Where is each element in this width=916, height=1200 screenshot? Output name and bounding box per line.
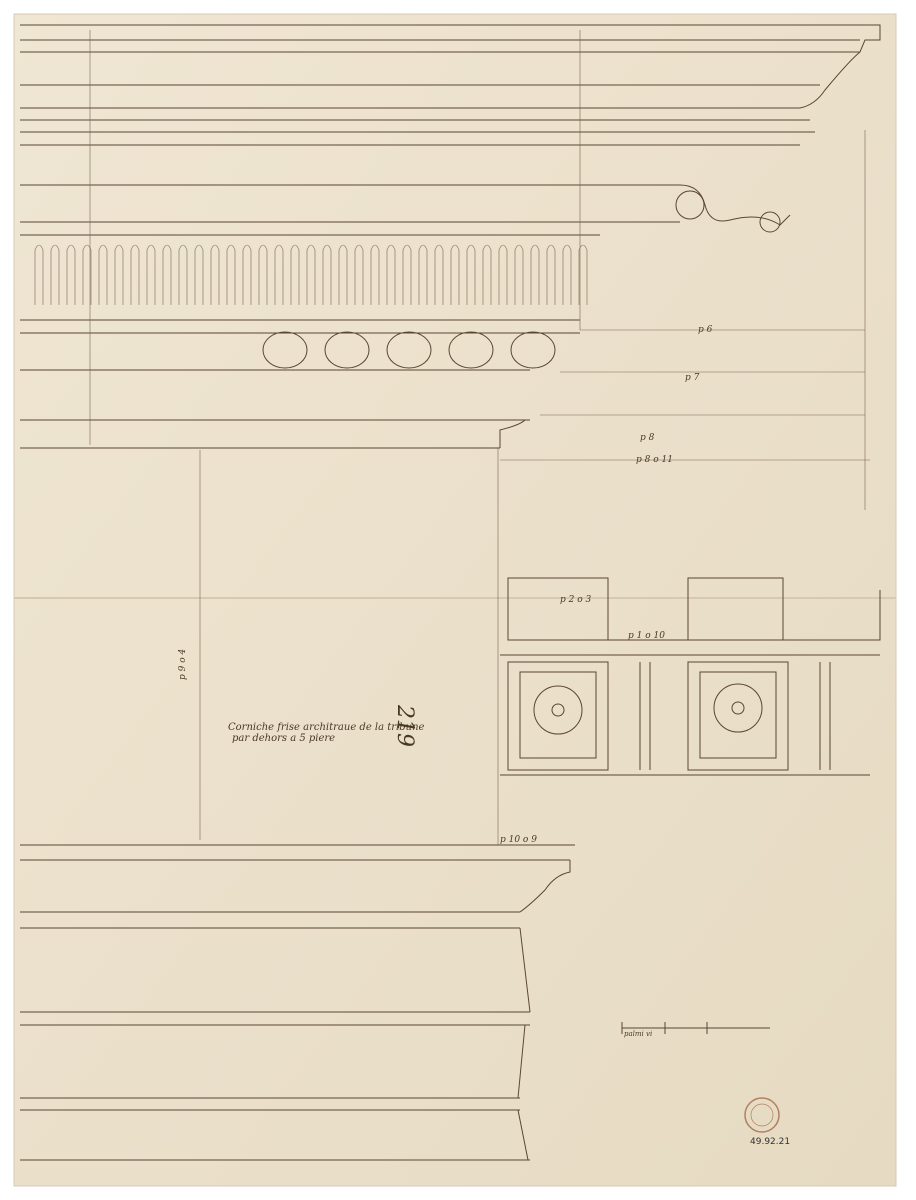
dimension-lines (89, 30, 870, 845)
dimension-label: p 9 o 4 (178, 649, 188, 680)
museum-stamp (744, 1097, 780, 1133)
accession-number: 49.92.21 (750, 1137, 790, 1147)
dimension-label: p 7 (685, 373, 700, 383)
flute (482, 244, 492, 305)
egg (324, 331, 370, 369)
flute (514, 244, 524, 305)
flute (242, 244, 252, 305)
flute (354, 244, 364, 305)
flute (290, 244, 300, 305)
dimension-label: p 6 (698, 325, 713, 335)
flute (338, 244, 348, 305)
dimension-label: p 8 o 11 (636, 455, 673, 465)
flute (98, 244, 108, 305)
flute (386, 244, 396, 305)
flute (530, 244, 540, 305)
flute (146, 244, 156, 305)
scale-bar (621, 1022, 770, 1034)
dimension-label: p 10 o 9 (500, 835, 537, 845)
dimension-label: p 1 o 10 (628, 631, 665, 641)
flute (194, 244, 204, 305)
flute (498, 244, 508, 305)
flute (82, 244, 92, 305)
flute (114, 244, 124, 305)
flutes (34, 244, 588, 305)
flute (466, 244, 476, 305)
flute (434, 244, 444, 305)
flute (578, 244, 588, 305)
dimension-label: p 2 o 3 (560, 595, 591, 605)
caption-line-2: par dehors a 5 piere (232, 733, 335, 744)
egg-and-dart (262, 331, 556, 369)
flute (130, 244, 140, 305)
rosette (533, 685, 583, 735)
egg (510, 331, 556, 369)
dimension-label: p 8 (640, 433, 655, 443)
rosette (713, 683, 763, 733)
flute (66, 244, 76, 305)
cornice-elevation (20, 24, 881, 449)
flute (450, 244, 460, 305)
flute (562, 244, 572, 305)
paper (13, 13, 897, 1187)
flute (306, 244, 316, 305)
flute (210, 244, 220, 305)
flute (50, 244, 60, 305)
flute (370, 244, 380, 305)
scale-label: palmi vi (624, 1030, 652, 1038)
flute (162, 244, 172, 305)
flute (226, 244, 236, 305)
soffit-plan (500, 577, 881, 776)
flute (402, 244, 412, 305)
flute (274, 244, 284, 305)
caption-line-1: Corniche frise architraue de la tribune (228, 722, 425, 733)
egg (262, 331, 308, 369)
egg (448, 331, 494, 369)
flute (34, 244, 44, 305)
flute (258, 244, 268, 305)
flute (178, 244, 188, 305)
egg (386, 331, 432, 369)
sheet-number: 219 (392, 704, 417, 747)
architrave-profile (20, 844, 575, 1161)
flute (418, 244, 428, 305)
flute (322, 244, 332, 305)
flute (546, 244, 556, 305)
